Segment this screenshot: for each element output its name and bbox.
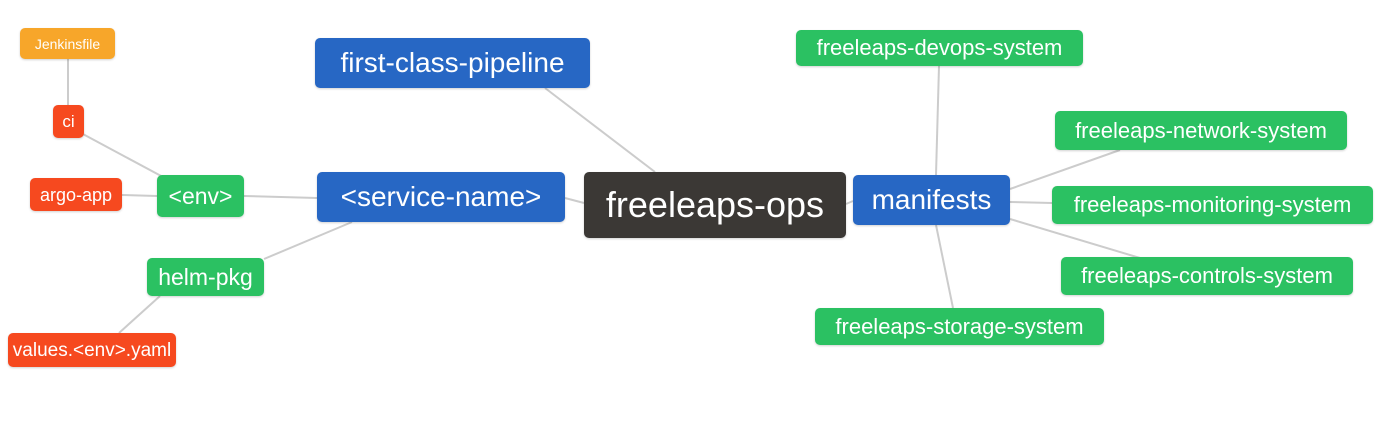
edge-ci--env: [80, 132, 164, 178]
edge-manifests--freeleaps-monitoring-system: [1009, 201, 1053, 204]
node-freeleaps-ops[interactable]: freeleaps-ops: [584, 172, 846, 238]
edge-argo-app--env: [121, 194, 158, 197]
edge-manifests--freeleaps-storage-system: [935, 224, 954, 309]
edge-manifests--freeleaps-devops-system: [935, 65, 940, 176]
node-freeleaps-controls-system[interactable]: freeleaps-controls-system: [1061, 257, 1353, 295]
node-freeleaps-network-system[interactable]: freeleaps-network-system: [1055, 111, 1347, 150]
node-values-env-yaml[interactable]: values.<env>.yaml: [8, 333, 176, 367]
edge-helm-pkg--service-name: [263, 221, 353, 260]
node-ci[interactable]: ci: [53, 105, 84, 138]
node-freeleaps-monitoring-system[interactable]: freeleaps-monitoring-system: [1052, 186, 1373, 224]
edge-manifests--freeleaps-network-system: [1009, 149, 1121, 190]
node-helm-pkg[interactable]: helm-pkg: [147, 258, 264, 296]
edge-first-class-pipeline--freeleaps-ops: [544, 87, 656, 173]
node-freeleaps-storage-system[interactable]: freeleaps-storage-system: [815, 308, 1104, 345]
node-first-class-pipeline[interactable]: first-class-pipeline: [315, 38, 590, 88]
node-service-name[interactable]: <service-name>: [317, 172, 565, 222]
node-env[interactable]: <env>: [157, 175, 244, 217]
edge-service-name--freeleaps-ops: [564, 197, 585, 204]
node-freeleaps-devops-system[interactable]: freeleaps-devops-system: [796, 30, 1083, 66]
node-jenkinsfile[interactable]: Jenkinsfile: [20, 28, 115, 59]
edge-freeleaps-ops--manifests: [845, 200, 854, 205]
node-manifests[interactable]: manifests: [853, 175, 1010, 225]
edge-helm-pkg--values-env-yaml: [118, 295, 161, 334]
node-argo-app[interactable]: argo-app: [30, 178, 122, 211]
edge-manifests--freeleaps-controls-system: [1009, 218, 1141, 259]
edge-env--service-name: [243, 195, 318, 199]
